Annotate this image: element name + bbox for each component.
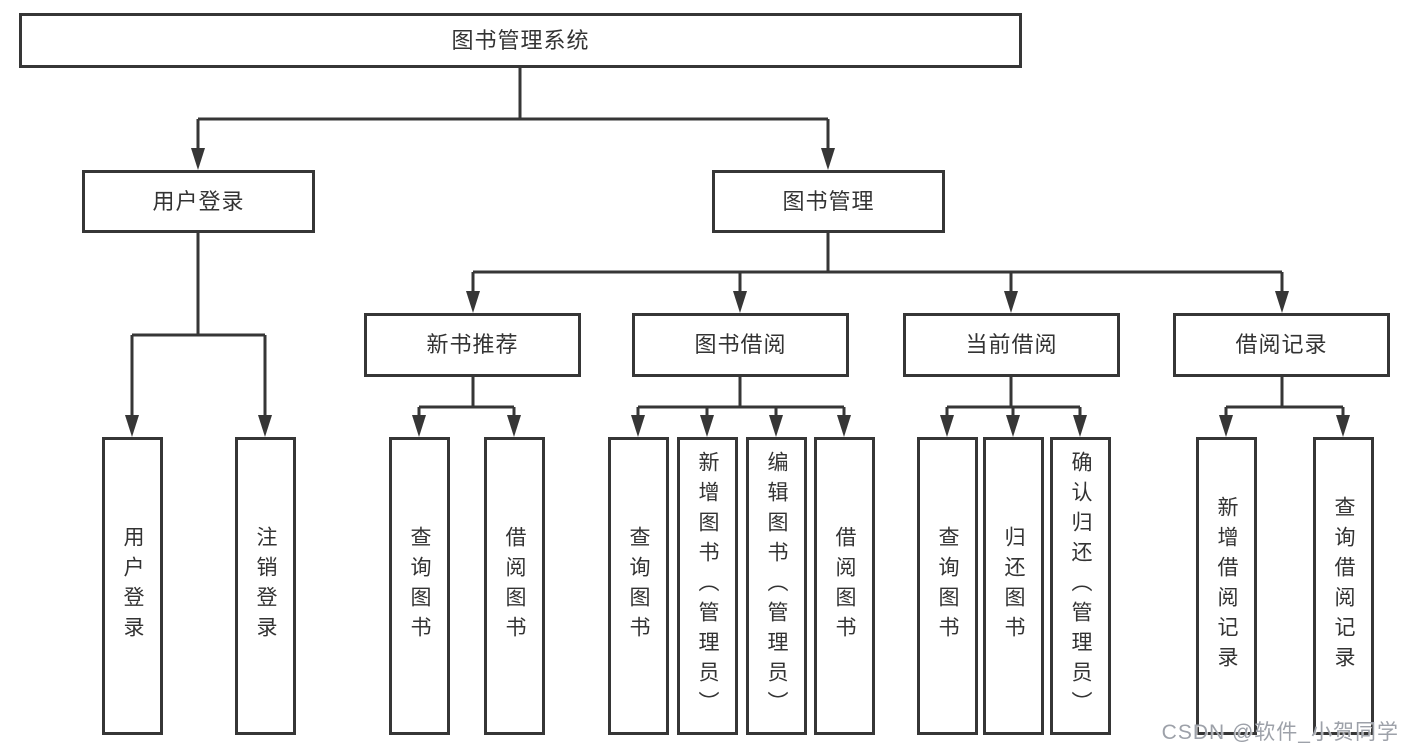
leaf-query-current-books: 查询图书: [917, 437, 978, 735]
node-user-login: 用户登录: [82, 170, 315, 233]
node-book-management: 图书管理: [712, 170, 945, 233]
leaf-add-borrow-record: 新增借阅记录: [1196, 437, 1257, 735]
leaf-borrow-book: 借阅图书: [814, 437, 875, 735]
node-borrow-records: 借阅记录: [1173, 313, 1390, 377]
leaf-borrow-books-recommend: 借阅图书: [484, 437, 545, 735]
leaf-confirm-return-admin: 确认归还（管理员）: [1050, 437, 1111, 735]
leaf-edit-book-admin: 编辑图书（管理员）: [746, 437, 807, 735]
leaf-query-borrow-record: 查询借阅记录: [1313, 437, 1374, 735]
node-library-system: 图书管理系统: [19, 13, 1022, 68]
leaf-add-book-admin: 新增图书（管理员）: [677, 437, 738, 735]
node-new-book-recommend: 新书推荐: [364, 313, 581, 377]
node-book-borrow: 图书借阅: [632, 313, 849, 377]
leaf-return-book: 归还图书: [983, 437, 1044, 735]
leaf-logout: 注销登录: [235, 437, 296, 735]
watermark: CSDN @软件_小贺同学: [1161, 721, 1399, 744]
leaf-query-books: 查询图书: [608, 437, 669, 735]
arrowheads: [125, 148, 1350, 437]
node-current-borrow: 当前借阅: [903, 313, 1120, 377]
leaf-query-books-recommend: 查询图书: [389, 437, 450, 735]
leaf-user-login: 用户登录: [102, 437, 163, 735]
